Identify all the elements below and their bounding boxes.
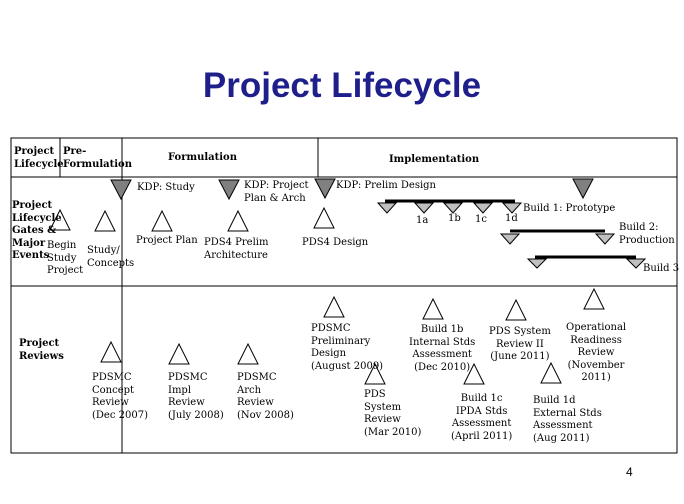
study-concepts-triangle xyxy=(94,209,116,232)
build-1a-label: 1a xyxy=(416,215,429,226)
kdp-build2-marker xyxy=(572,178,594,200)
operational-readiness-label: Operational Readiness Review (November 2… xyxy=(566,322,627,383)
page-number: 4 xyxy=(626,465,633,479)
impl-review-label: PDSMC Impl Review (July 2008) xyxy=(168,372,224,421)
pds4-prelim-arch-triangle xyxy=(227,209,249,232)
study-concepts-label: Study/ Concepts xyxy=(87,245,135,269)
begin-study-triangle xyxy=(49,208,71,231)
build-1a-marker xyxy=(413,202,435,214)
pds-system-review-triangle xyxy=(364,362,386,385)
build3-label: Build 3 xyxy=(643,263,680,274)
pds-system-review-ii-label: PDS System Review II (June 2011) xyxy=(489,326,551,362)
kdp-prelim-design-label: KDP: Prelim Design xyxy=(336,180,436,191)
arch-review-triangle xyxy=(237,342,259,365)
pds-system-review-ii-triangle xyxy=(505,298,527,321)
build1c-assessment-triangle xyxy=(463,362,485,385)
build-1b-marker xyxy=(442,202,464,214)
build-1d-label: 1d xyxy=(505,213,518,224)
diagram-frame xyxy=(10,137,678,454)
kdp-project-plan-label: KDP: Project Plan & Arch xyxy=(244,180,309,204)
build-1d-marker xyxy=(501,202,523,214)
prelim-design-review-triangle xyxy=(323,295,345,318)
kdp-project-plan-marker xyxy=(218,179,240,201)
reviews-row-label: Project Reviews xyxy=(19,338,64,362)
operational-readiness-triangle xyxy=(583,287,605,310)
build1c-assessment-label: Build 1c IPDA Stds Assessment (April 201… xyxy=(451,393,513,442)
pds4-prelim-arch-label: PDS4 Prelim Architecture xyxy=(204,237,269,261)
build1d-assessment-label: Build 1d External Stds Assessment (Aug 2… xyxy=(533,395,602,444)
pds4-design-triangle xyxy=(313,206,335,229)
build2-production-label: Build 2: Production xyxy=(619,222,675,246)
build2-start-marker xyxy=(499,233,521,245)
slide-title: Project Lifecycle xyxy=(202,66,482,105)
concept-review-triangle xyxy=(100,340,122,363)
header-implementation: Implementation xyxy=(389,154,480,165)
header-project-lifecycle: Project Lifecycle xyxy=(14,146,64,170)
build1-start-marker xyxy=(376,202,398,214)
build-1b-label: 1b xyxy=(448,213,461,224)
header-pre-formulation: Pre- Formulation xyxy=(63,146,132,170)
impl-review-triangle xyxy=(168,342,190,365)
kdp-study-label: KDP: Study xyxy=(137,182,195,193)
build-1c-label: 1c xyxy=(475,214,487,225)
project-plan-triangle xyxy=(151,209,173,232)
build3-end-marker xyxy=(625,258,647,269)
prelim-design-review-label: PDSMC Preliminary Design (August 2009) xyxy=(311,323,384,372)
build-1c-marker xyxy=(472,202,494,214)
build1-prototype-label: Build 1: Prototype xyxy=(523,203,616,214)
pds4-design-label: PDS4 Design xyxy=(302,237,369,248)
build2-end-marker xyxy=(594,233,616,245)
build1b-assessment-label: Build 1b Internal Stds Assessment (Dec 2… xyxy=(409,324,476,373)
gates-row-label: Project Lifecycle Gates & Major Events xyxy=(12,200,62,261)
concept-review-label: PDSMC Concept Review (Dec 2007) xyxy=(92,372,148,421)
header-formulation: Formulation xyxy=(168,152,237,163)
kdp-study-marker xyxy=(110,179,132,201)
project-plan-label: Project Plan xyxy=(136,235,198,246)
arch-review-label: PDSMC Arch Review (Nov 2008) xyxy=(237,372,294,421)
kdp-prelim-design-marker xyxy=(314,178,336,200)
build1d-assessment-triangle xyxy=(540,361,562,384)
begin-study-project-label: Begin Study Project xyxy=(47,240,84,276)
build1b-assessment-triangle xyxy=(422,297,444,320)
pds-system-review-label: PDS System Review (Mar 2010) xyxy=(364,389,422,438)
build3-start-marker xyxy=(526,258,548,269)
